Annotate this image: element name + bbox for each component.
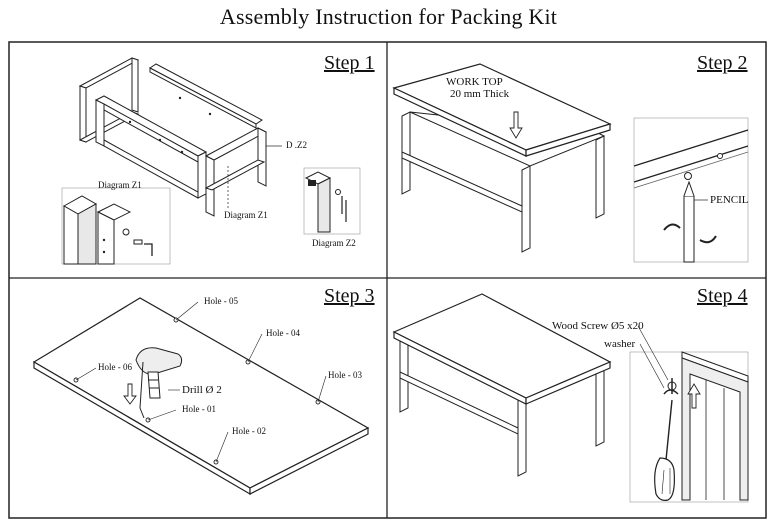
up-arrow-icon	[687, 383, 701, 409]
step4-leaders	[637, 325, 669, 389]
step2-pencil-inset	[633, 117, 749, 263]
label-diagram-z2: Diagram Z2	[312, 238, 356, 248]
label-hole-01: Hole - 01	[182, 404, 216, 414]
label-hole-05: Hole - 05	[204, 296, 238, 306]
label-diagram-z1-inset: Diagram Z1	[98, 180, 142, 190]
step1-diagram-z1-inset	[61, 187, 171, 265]
down-arrow-icon	[509, 111, 523, 139]
page-title: Assembly Instruction for Packing Kit	[219, 4, 558, 29]
label-hole-04: Hole - 04	[266, 328, 300, 338]
label-worktop: WORK TOP	[446, 76, 503, 88]
label-washer: washer	[604, 338, 636, 350]
step1-diagram-z2-inset	[303, 167, 361, 235]
step1-frame-parts	[78, 57, 268, 217]
label-wood-screw: Wood Screw Ø5 x20	[552, 320, 644, 332]
label-dz2: D .Z2	[286, 140, 307, 150]
step2-worktop	[392, 63, 612, 157]
label-pencil: PENCIL	[710, 194, 749, 206]
label-hole-02: Hole - 02	[232, 426, 266, 436]
step3-hole-leaders	[75, 301, 327, 463]
step4-worktop	[392, 293, 612, 405]
step2-heading: Step 2	[697, 52, 748, 74]
label-worktop-thickness: 20 mm Thick	[450, 88, 510, 100]
step4-heading: Step 4	[697, 285, 748, 307]
label-diagram-z1: Diagram Z1	[224, 210, 268, 220]
step1-drill-holes	[128, 96, 212, 154]
step3-worktop	[32, 297, 370, 496]
step3-heading: Step 3	[324, 285, 375, 307]
label-hole-03: Hole - 03	[328, 370, 362, 380]
drill-icon	[135, 347, 183, 419]
down-arrow-icon	[123, 383, 137, 405]
label-hole-06: Hole - 06	[98, 362, 132, 372]
step1-heading: Step 1	[324, 52, 375, 74]
label-drill: Drill Ø 2	[182, 384, 222, 396]
step4-screw-inset	[629, 351, 749, 503]
